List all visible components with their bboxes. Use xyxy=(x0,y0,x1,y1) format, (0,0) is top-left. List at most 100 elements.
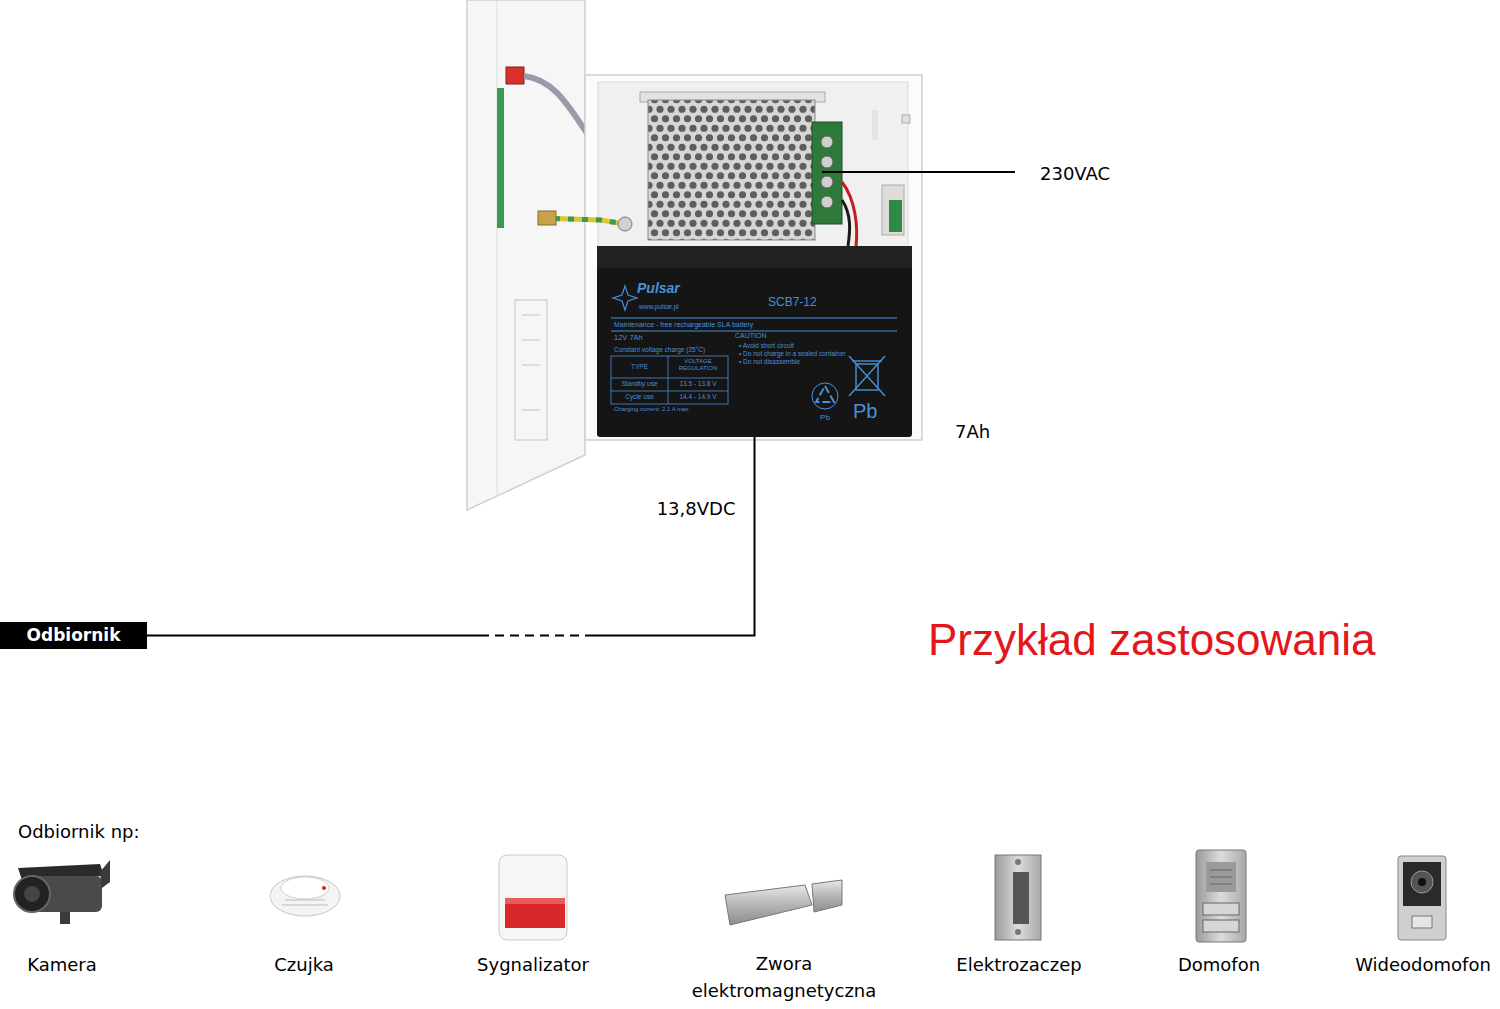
device-name: Zwora elektromagnetyczna xyxy=(677,950,892,1004)
recycle-symbol xyxy=(816,386,834,402)
intercom-icon xyxy=(1210,877,1232,878)
device-name: Elektrozaczep xyxy=(956,951,1081,978)
detector-icon xyxy=(281,877,329,899)
video-intercom-icon xyxy=(1418,878,1426,886)
maglock-icon xyxy=(725,885,812,925)
wires xyxy=(538,182,857,246)
intercom-icon xyxy=(1203,903,1239,915)
detector-icon xyxy=(270,876,340,916)
camera-icon xyxy=(14,876,50,912)
device-name: Domofon xyxy=(1178,951,1260,978)
detector-icon xyxy=(282,905,328,906)
spec-table xyxy=(668,356,669,404)
detector-icon xyxy=(322,886,326,890)
psu-module xyxy=(821,196,833,208)
bin-symbol xyxy=(852,360,882,361)
detector-icon xyxy=(285,900,325,901)
intercom-icon xyxy=(1196,850,1246,942)
enclosure-box xyxy=(585,75,922,440)
strike-icon xyxy=(995,855,1041,940)
camera-icon xyxy=(100,860,110,888)
node-text: Pb xyxy=(815,413,835,422)
device-name: Czujka xyxy=(274,951,334,978)
camera-icon xyxy=(14,860,110,924)
node-text: 12V 7Ah xyxy=(614,334,643,343)
psu-module xyxy=(640,92,842,240)
strike-icon xyxy=(1015,929,1021,935)
enclosure-door xyxy=(522,315,540,316)
strike-icon xyxy=(1013,872,1029,924)
node-text: VOLTAGE REGULATION xyxy=(669,358,727,372)
battery-lid xyxy=(597,246,912,268)
node-text: CAUTION xyxy=(735,332,767,340)
bin-symbol xyxy=(849,356,885,396)
receiver-tag: Odbiornik xyxy=(0,622,147,649)
enclosure-door xyxy=(522,365,540,366)
enclosure-box xyxy=(872,110,878,140)
spec-table xyxy=(611,391,728,392)
mains-lead xyxy=(822,172,1015,173)
node-text: Constant voltage charge (25°C) xyxy=(614,346,705,353)
maglock-icon xyxy=(812,880,842,912)
node-text: • Do not charge in a sealed container xyxy=(739,350,846,357)
device-name: Kamera xyxy=(27,951,97,978)
video-intercom-icon xyxy=(1411,871,1433,893)
enclosure-box xyxy=(902,115,910,123)
power-lead xyxy=(147,437,755,636)
device-name: Wideodomofon xyxy=(1355,951,1491,978)
node-text: 14.4 - 14.9 V xyxy=(669,393,727,400)
label-rule xyxy=(611,318,897,319)
siren-icon xyxy=(505,898,565,904)
camera-icon xyxy=(60,912,70,924)
video-intercom-icon xyxy=(1412,916,1432,928)
tamper-switch xyxy=(889,200,902,232)
wires xyxy=(538,211,556,225)
enclosure-door xyxy=(497,88,504,228)
node-text: www.pulsar.pl xyxy=(639,303,679,310)
voltage-label: 13,8VDC xyxy=(657,496,736,522)
battery: Pulsarwww.pulsar.plSCB7-12Maintenance - … xyxy=(597,246,912,437)
node-text: • Do not disassemble xyxy=(739,358,800,365)
wires xyxy=(842,182,857,246)
node-text: Pb xyxy=(853,400,877,423)
wires xyxy=(618,217,632,231)
enclosure-door xyxy=(515,300,547,440)
siren-icon xyxy=(499,855,567,940)
video-intercom-icon xyxy=(1403,862,1441,906)
psu-module xyxy=(821,136,833,148)
siren-icon xyxy=(505,898,565,928)
mains-lead xyxy=(822,171,1015,173)
intercom-icon xyxy=(1210,884,1232,885)
brand-star xyxy=(613,286,637,310)
capacity-label: 7Ah xyxy=(955,418,990,445)
tamper-switch xyxy=(882,185,904,235)
enclosure-door xyxy=(497,0,498,496)
node-text: Standby use xyxy=(612,380,667,387)
node-text: • Avoid short circuit xyxy=(739,342,794,349)
strike-icon xyxy=(995,855,1041,940)
node-text: Odbiornik xyxy=(13,622,135,649)
node-text: 13.5 - 13.8 V xyxy=(669,380,727,387)
enclosure-door xyxy=(522,340,540,341)
tamper-switch xyxy=(882,185,904,235)
detector-icon xyxy=(270,876,340,916)
video-intercom-icon xyxy=(1398,856,1446,940)
psu-module xyxy=(821,176,833,188)
node-text: Pulsar xyxy=(637,280,680,296)
node-text: Cycle use xyxy=(612,393,667,400)
camera-icon xyxy=(24,886,40,902)
bin-symbol xyxy=(849,356,885,396)
enclosure-box xyxy=(585,75,922,440)
label-rule xyxy=(611,331,897,332)
enclosure-door xyxy=(506,67,524,84)
video-intercom-icon xyxy=(1398,856,1446,940)
psu-module xyxy=(648,100,815,240)
node-text: Charging current: 2.1 A max. xyxy=(614,406,690,413)
siren-icon xyxy=(499,855,567,940)
wires xyxy=(842,200,850,246)
spec-table xyxy=(611,356,728,404)
heading: Przykład zastosowania xyxy=(928,616,1376,664)
